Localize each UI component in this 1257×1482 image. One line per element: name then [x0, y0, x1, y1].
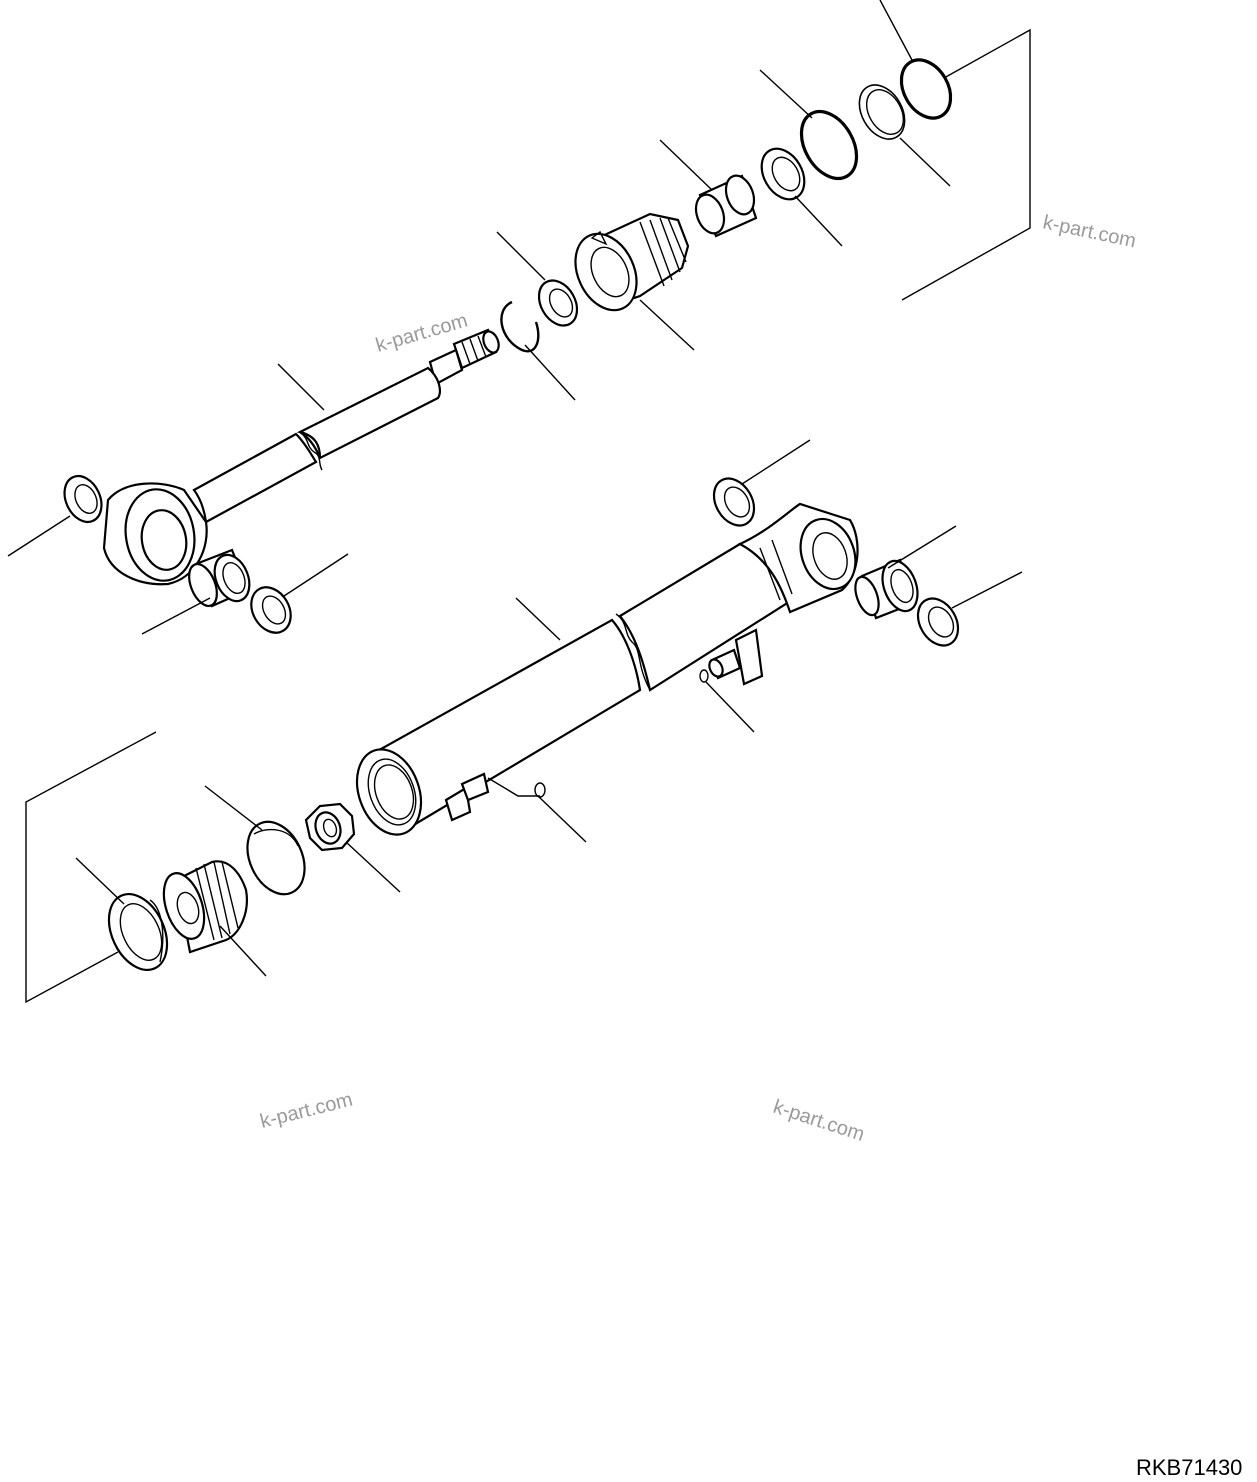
cylinder-head — [574, 212, 695, 351]
rod-dust-seal-bottom — [250, 553, 349, 634]
bracket-top-right — [901, 28, 1031, 301]
watermark-bottom-left: k-part.com — [258, 1089, 355, 1133]
rod-dust-seal-left — [7, 474, 103, 557]
snap-ring — [500, 300, 576, 401]
piston-wear-ring — [204, 785, 306, 896]
watermark-bottom-right: k-part.com — [770, 1096, 867, 1146]
grease-fitting-tube — [699, 648, 755, 733]
backup-ring — [858, 84, 951, 187]
piston-nut — [304, 802, 401, 893]
piston-rod — [102, 328, 500, 586]
rod-dust-seal-right — [496, 231, 579, 327]
rod-bushing — [141, 548, 251, 635]
rod-packing — [759, 69, 859, 181]
bottom-dust-seal-top — [712, 439, 811, 527]
head-bushing — [659, 139, 758, 238]
bottom-dust-seal-right — [916, 571, 1023, 647]
wear-ring — [760, 147, 843, 247]
bracket-bottom-left — [25, 731, 157, 1004]
piston — [162, 860, 267, 977]
cylinder-tube — [355, 502, 859, 836]
bottom-bushing — [854, 525, 957, 620]
drawing-code: RKB71430 — [1136, 1455, 1242, 1480]
watermark-top-right: k-part.com — [1041, 211, 1138, 252]
o-ring — [879, 0, 953, 120]
piston-seal — [75, 857, 169, 971]
grease-fitting-ball — [487, 777, 587, 843]
